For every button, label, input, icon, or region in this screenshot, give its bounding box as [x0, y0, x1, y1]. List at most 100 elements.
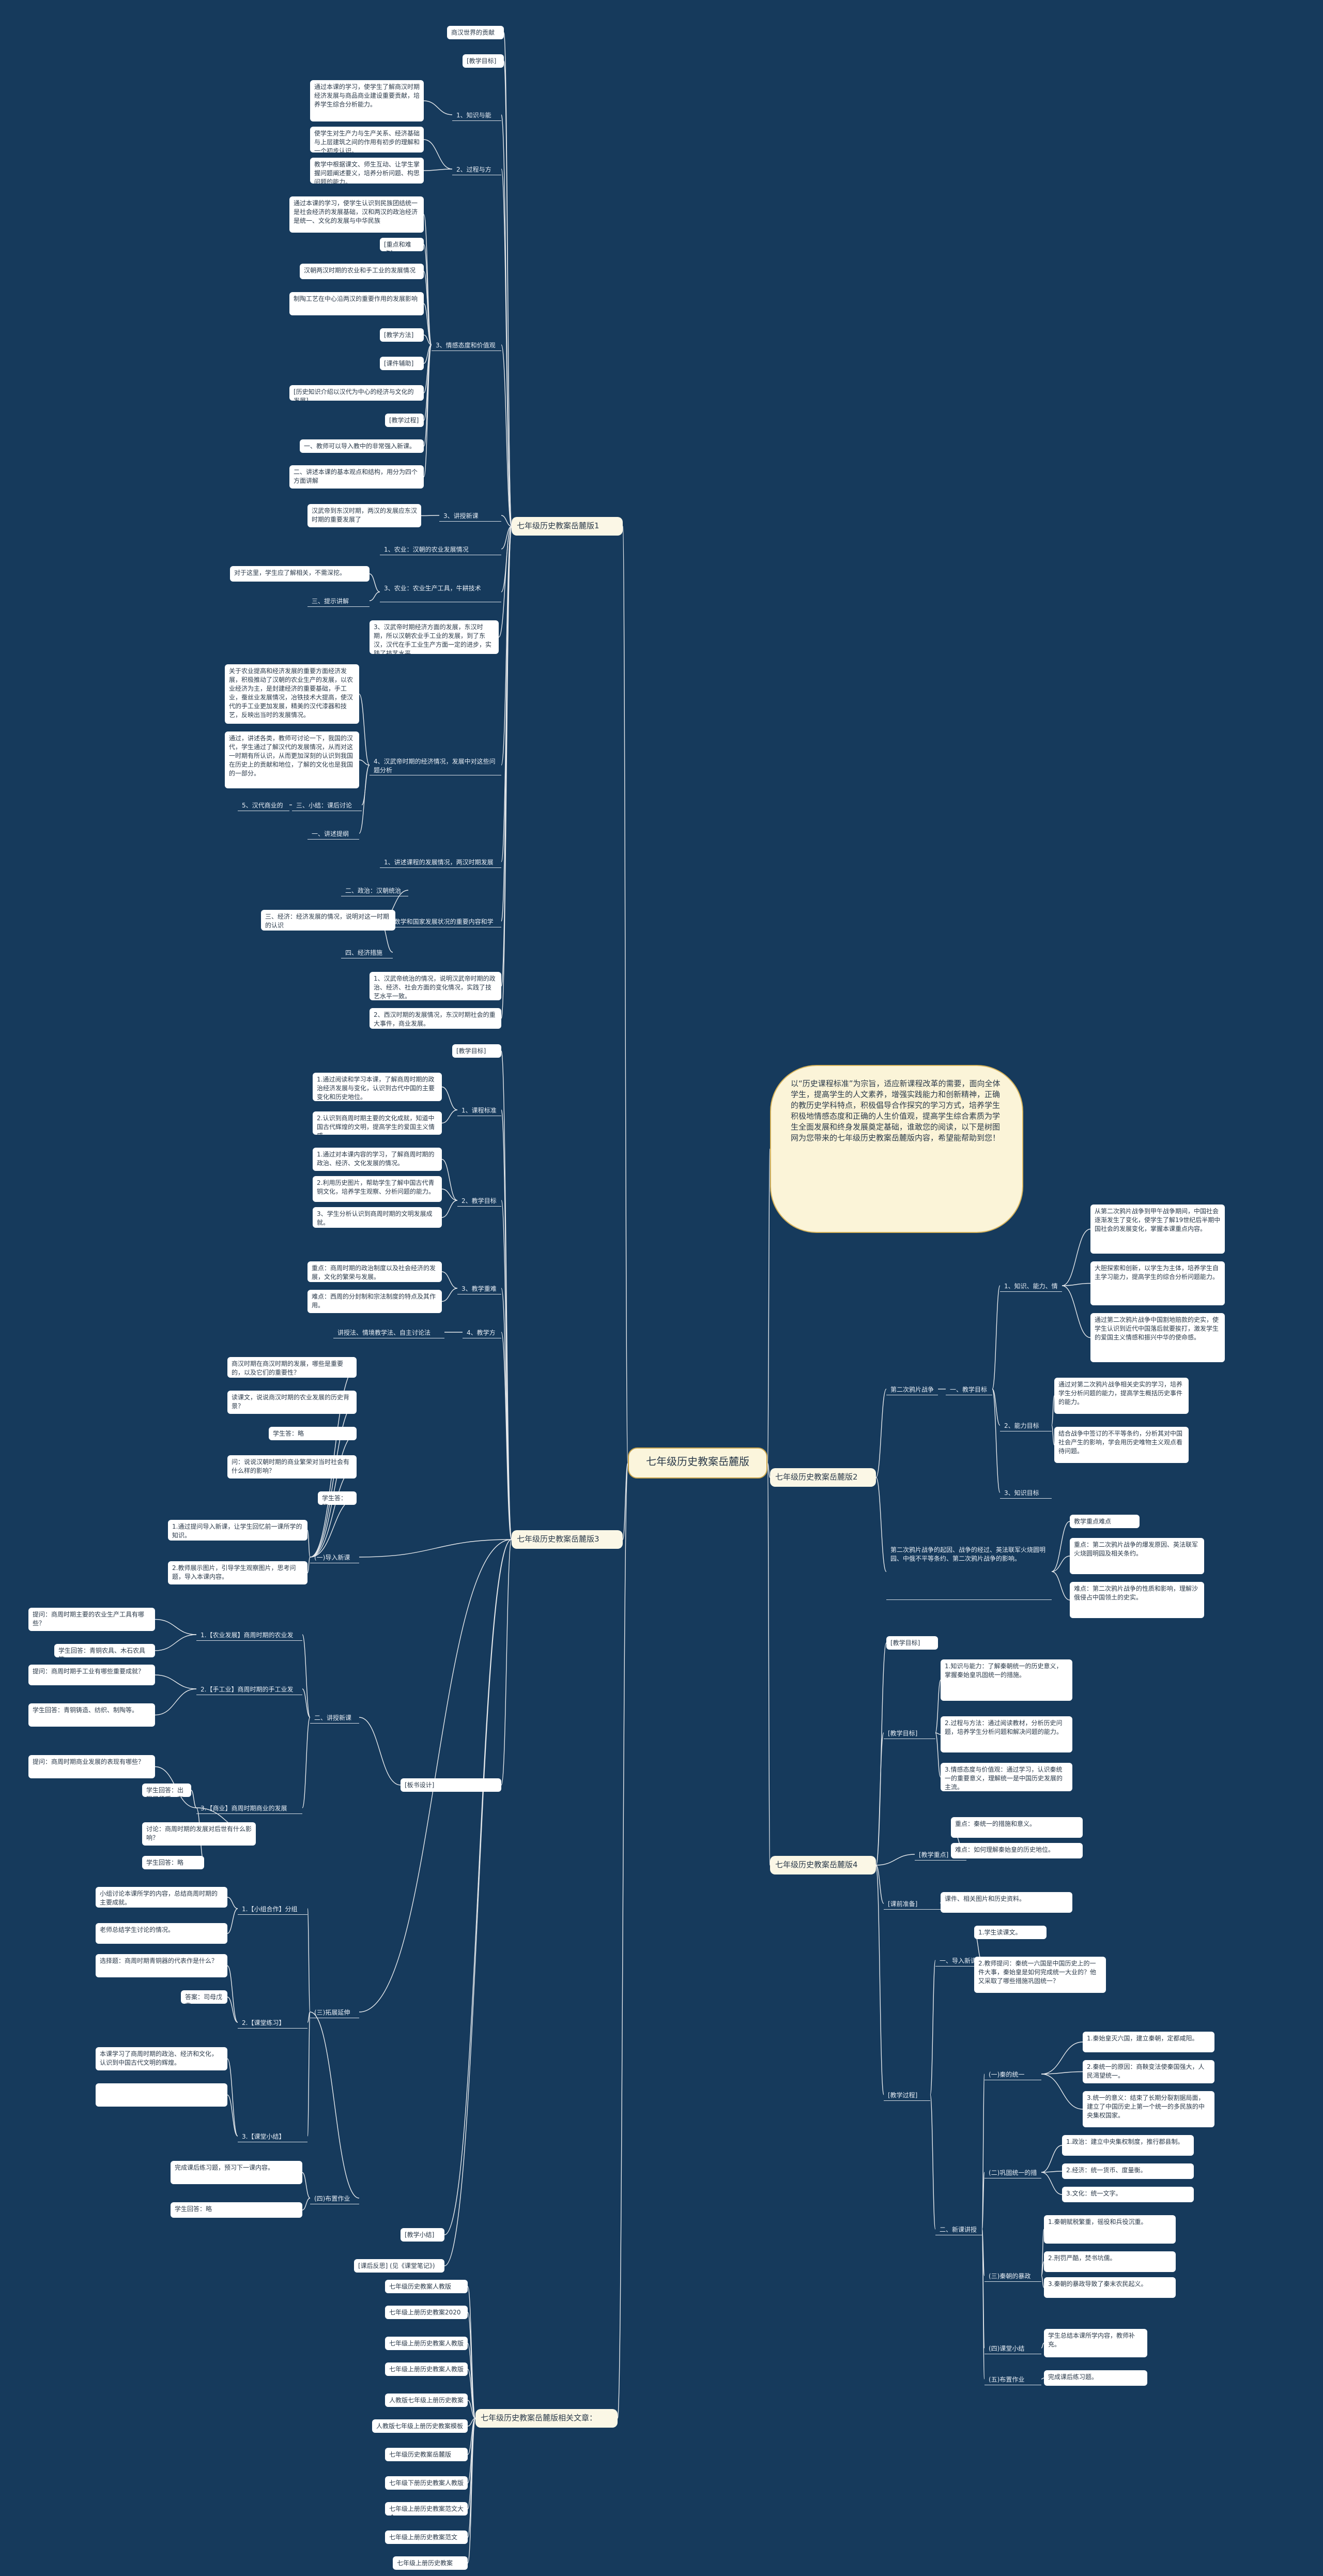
topic-node[interactable]: 提问：商周时期主要的农业生产工具有哪些？	[28, 1608, 155, 1631]
topic-node[interactable]: 2.教师提问：秦统一六国是中国历史上的一件大事，秦始皇是如何完成统一大业的？他又…	[974, 1957, 1106, 1993]
topic-node[interactable]: 学生总结本课所学内容，教师补充。	[1044, 2329, 1147, 2357]
branch-node[interactable]: 七年级历史教案岳麓版1	[512, 517, 623, 536]
branch-node[interactable]: 七年级历史教案岳麓版相关文章：	[475, 2409, 618, 2428]
topic-node[interactable]: 七年级上册历史教案范文大全	[385, 2502, 468, 2516]
branch-node[interactable]: 七年级历史教案岳麓版2	[770, 1468, 876, 1487]
topic-node[interactable]: 3.秦朝的暴政导致了秦末农民起义。	[1044, 2277, 1176, 2298]
topic-node[interactable]: 七年级历史教案岳麓版	[385, 2448, 468, 2461]
topic-node[interactable]: 七年级上册历史教案	[393, 2556, 468, 2570]
topic-node[interactable]: 课件、相关图片和历史资料。	[941, 1892, 1072, 1913]
topic-node[interactable]: [教学过程]	[385, 414, 424, 427]
topic-node[interactable]: 3.文化：统一文字。	[1062, 2187, 1194, 2202]
topic-node[interactable]: [教学目标]	[886, 1636, 938, 1650]
topic-node[interactable]: 1.政治：建立中央集权制度，推行郡县制。	[1062, 2135, 1194, 2156]
topic-node[interactable]: [板书设计]	[401, 1778, 501, 1792]
topic-node[interactable]: 通过本课的学习，使学生了解商汉时期经济发展与商品商业建设重要贡献，培养学生综合分…	[310, 80, 424, 121]
topic-node[interactable]: 通过，讲述各类，教师可讨论一下，我国的汉代，学生通过了解汉代的发展情况，从而对这…	[225, 731, 359, 788]
topic-node[interactable]: 制陶工艺在中心沿两汉的重要作用的发展影响	[289, 292, 424, 315]
root-node[interactable]: 七年级历史教案岳麓版	[628, 1447, 767, 1478]
topic-node[interactable]: 学生答：略	[269, 1427, 357, 1440]
topic-node[interactable]: 二、讲述本课的基本观点和结构，用分为四个方面讲解	[289, 465, 424, 489]
topic-node[interactable]: 2.刑罚严酷，焚书坑儒。	[1044, 2251, 1176, 2272]
topic-node[interactable]: 1.知识与能力：了解秦朝统一的历史意义，掌握秦始皇巩固统一的措施。	[941, 1659, 1072, 1701]
topic-node[interactable]: 2、西汉时期的发展情况，东汉时期社会的重大事件，商业发展。	[370, 1008, 501, 1029]
topic-node[interactable]: 从第二次鸦片战争到甲午战争期间，中国社会逐渐发生了变化，使学生了解19世纪后半期…	[1090, 1205, 1225, 1254]
topic-node[interactable]: 1.学生读课文。	[974, 1926, 1047, 1939]
topic-node[interactable]: 提问：商周时期商业发展的表现有哪些？	[28, 1755, 155, 1778]
topic-node[interactable]: 学生答：略	[318, 1491, 357, 1505]
topic-node[interactable]: [教学目标]	[463, 54, 504, 68]
topic-node[interactable]: 3.统一的意义：结束了长期分裂割据局面，建立了中国历史上第一个统一的多民族的中央…	[1083, 2091, 1214, 2127]
topic-node[interactable]: 3.情感态度与价值观：通过学习，认识秦统一的重要意义，理解统一是中国历史发展的主…	[941, 1763, 1072, 1791]
topic-node[interactable]: 1.秦始皇灭六国，建立秦朝，定都咸阳。	[1083, 2032, 1214, 2052]
topic-node[interactable]: [重点和难点]	[380, 238, 424, 251]
topic-node[interactable]: [教学目标]	[452, 1044, 501, 1058]
topic-node[interactable]: 通过对第二次鸦片战争相关史实的学习，培养学生分析问题的能力，提高学生概括历史事件…	[1054, 1378, 1189, 1414]
topic-node[interactable]: 重点：秦统一的措施和意义。	[951, 1817, 1083, 1838]
topic-node[interactable]: 重点：商周时期的政治制度以及社会经济的发展，文化的繁荣与发展。	[307, 1261, 442, 1282]
topic-node[interactable]: 重点：第二次鸦片战争的爆发原因、英法联军火烧圆明园及相关条约。	[1070, 1538, 1204, 1574]
topic-node[interactable]: [历史知识介绍以汉代为中心的经济与文化的发展]	[289, 385, 424, 401]
topic-node[interactable]: 1.通过阅读和学习本课，了解商周时期的政治经济发展与变化，认识到古代中国的主要变…	[313, 1073, 442, 1101]
topic-node[interactable]: 汉武帝到东汉时期，两汉的发展应东汉时期的重要发展了	[307, 504, 421, 527]
topic-node[interactable]: 老师总结学生讨论的情况。	[96, 1923, 227, 1944]
topic-node[interactable]: 难点：西周的分封制和宗法制度的特点及其作用。	[307, 1290, 442, 1313]
topic-node[interactable]: 七年级上册历史教案人教版	[385, 2337, 468, 2350]
topic-node[interactable]: 本课学习了商周时期的政治、经济和文化，认识到中国古代文明的辉煌。	[96, 2047, 227, 2070]
topic-node[interactable]: 讨论：商周时期的发展对后世有什么影响？	[142, 1822, 256, 1846]
topic-node[interactable]: 通过第二次鸦片战争中国割地赔款的史实，使学生认识到近代中国落后就要挨打，激发学生…	[1090, 1313, 1225, 1362]
topic-node[interactable]: 商汉时期在商汉时期的发展，哪些是重要的，以及它们的重要性？	[227, 1357, 357, 1378]
topic-node[interactable]: 难点：第二次鸦片战争的性质和影响，理解沙俄侵占中国领土的史实。	[1070, 1582, 1204, 1618]
topic-node[interactable]: 选择题：商周时期青铜器的代表作是什么？	[96, 1954, 227, 1977]
topic-node[interactable]: 完成课后练习题，预习下一课内容。	[171, 2161, 302, 2184]
topic-node[interactable]	[96, 2083, 227, 2107]
topic-node[interactable]: 问：说说汉朝时期的商业繁荣对当时社会有什么样的影响？	[227, 1455, 357, 1478]
topic-node[interactable]: 学生回答：出现了货币，有了专门的商人。	[142, 1784, 191, 1797]
topic-node[interactable]: 大胆探索和创新，以学生为主体，培养学生自主学习能力，提高学生的综合分析问题能力。	[1090, 1261, 1225, 1305]
topic-node[interactable]: [教学方法]	[380, 328, 424, 342]
topic-node[interactable]: 教学中根据课文、师生互动、让学生掌握问题阐述要义，培养分析问题、构思问题的能力。	[310, 158, 424, 184]
topic-node[interactable]: 2.经济：统一货币、度量衡。	[1062, 2163, 1194, 2179]
topic-node[interactable]: 1.通过提问导入新课，让学生回忆前一课所学的知识。	[168, 1520, 307, 1541]
topic-node[interactable]: 答案：司母戊鼎	[181, 1990, 227, 2004]
topic-node[interactable]: 一、教师可以导入教中的非常强入新课。	[300, 439, 424, 453]
topic-node[interactable]: 七年级历史教案人教版	[385, 2280, 468, 2293]
topic-node[interactable]: 七年级上册历史教案人教版	[385, 2362, 468, 2376]
topic-node[interactable]: 汉朝两汉时期的农业和手工业的发展情况	[300, 264, 424, 279]
topic-node[interactable]: 2.认识到商周时期主要的文化成就，知道中国古代辉煌的文明，提高学生的爱国主义情感…	[313, 1111, 442, 1135]
topic-node[interactable]: 结合战争中签订的不平等条约，分析其对中国社会产生的影响，学会用历史唯物主义观点看…	[1054, 1427, 1189, 1463]
topic-node[interactable]: 对于这里，学生应了解相关，不需深挖。	[230, 566, 370, 582]
topic-node[interactable]: [课件辅助]	[380, 357, 424, 370]
topic-node[interactable]: 学生回答：青铜铸造、纺织、制陶等。	[28, 1703, 155, 1727]
topic-node[interactable]: 读课文，说说商汉时期的农业发展的历史背景？	[227, 1391, 357, 1414]
topic-node[interactable]: [教学小结]	[401, 2228, 444, 2242]
topic-node[interactable]: 七年级上册历史教案2020	[385, 2306, 468, 2319]
intro-node[interactable]: 以“历史课程标准”为宗旨，适应新课程改革的需要，面向全体学生，提高学生的人文素养…	[770, 1065, 1023, 1233]
topic-node[interactable]: 2.秦统一的原因：商鞅变法使秦国强大，人民渴望统一。	[1083, 2060, 1214, 2083]
topic-node[interactable]: 3、汉武帝时期经济方面的发展，东汉时期，所以汉朝农业手工业的发展，到了东汉，汉代…	[370, 620, 499, 654]
topic-node[interactable]: 通过本课的学习，使学生认识到民族团结统一是社会经济的发展基础，汉和两汉的政治经济…	[289, 196, 424, 233]
topic-node[interactable]: [课后反思] (见《课堂笔记》)	[354, 2259, 444, 2273]
branch-node[interactable]: 七年级历史教案岳麓版4	[770, 1856, 876, 1874]
topic-node[interactable]: 人教版七年级上册历史教案模板	[372, 2419, 468, 2433]
topic-node[interactable]: 1.通过对本课内容的学习，了解商周时期的政治、经济、文化发展的情况。	[313, 1148, 442, 1171]
topic-node[interactable]: 七年级上册历史教案范文	[385, 2531, 468, 2544]
topic-node[interactable]: 提问：商周时期手工业有哪些重要成就？	[28, 1665, 155, 1685]
topic-node[interactable]: 小组讨论本课所学的内容，总结商周时期的主要成就。	[96, 1887, 227, 1908]
topic-node[interactable]: 学生回答：青铜农具、木石农具等。	[54, 1644, 155, 1657]
branch-node[interactable]: 七年级历史教案岳麓版3	[512, 1530, 623, 1549]
topic-node[interactable]: 人教版七年级上册历史教案	[385, 2394, 468, 2407]
topic-node[interactable]: 七年级下册历史教案人教版	[385, 2476, 468, 2490]
topic-node[interactable]: 关于农业提高和经济发展的重要方面经济发展，积极推动了汉朝的农业生产的发展，以农业…	[225, 664, 359, 724]
topic-node[interactable]: 教学重点难点	[1070, 1515, 1140, 1528]
topic-node[interactable]: 商汉世界的贡献	[447, 26, 504, 39]
topic-node[interactable]: 学生回答：略	[171, 2202, 302, 2218]
topic-node[interactable]: 难点：如何理解秦始皇的历史地位。	[951, 1843, 1083, 1858]
topic-node[interactable]: 2.过程与方法：通过阅读教材，分析历史问题，培养学生分析问题和解决问题的能力。	[941, 1716, 1072, 1752]
topic-node[interactable]: 2.利用历史图片，帮助学生了解中国古代青铜文化，培养学生观察、分析问题的能力。	[313, 1176, 442, 1202]
topic-node[interactable]: 2.教师展示图片，引导学生观察图片，思考问题，导入本课内容。	[168, 1561, 307, 1584]
topic-node[interactable]: 使学生对生产力与生产关系、经济基础与上层建筑之间的作用有初步的理解和一个初步认识…	[310, 127, 424, 153]
topic-node[interactable]: 学生回答：略	[142, 1856, 204, 1869]
topic-node[interactable]: 完成课后练习题。	[1044, 2370, 1147, 2386]
topic-node[interactable]: 3、学生分析认识到商周时期的文明发展成就。	[313, 1207, 442, 1228]
